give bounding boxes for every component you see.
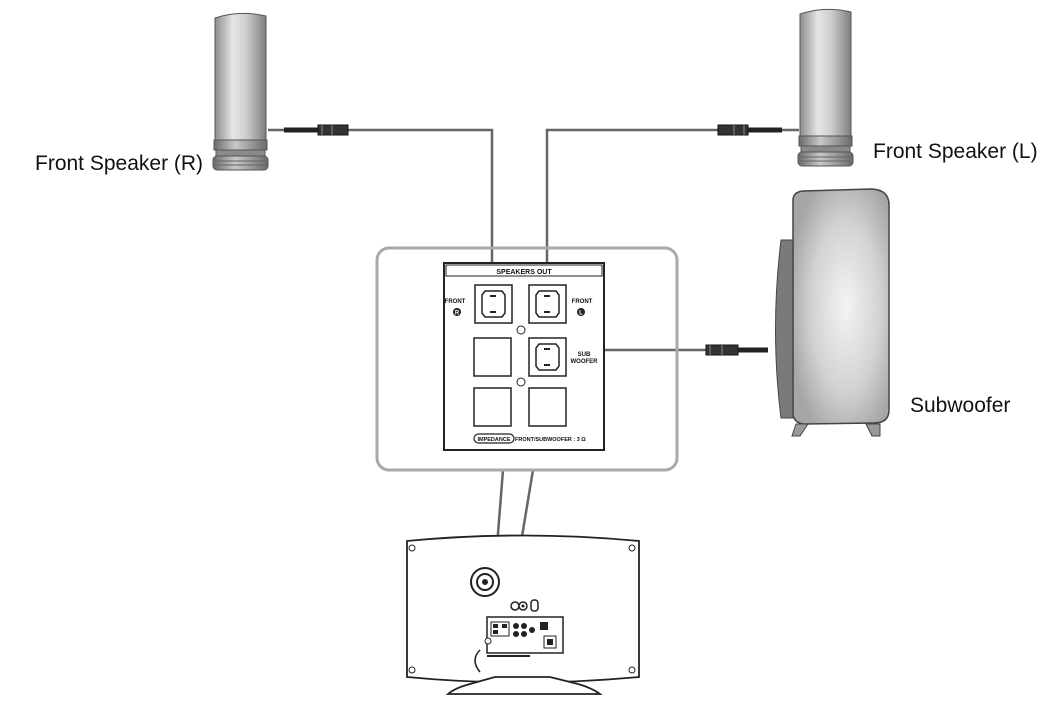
wire-connector-subwoofer [705,344,768,356]
impedance-badge-frame [473,433,515,444]
subwoofer-label-line2: WOOFER [571,359,599,365]
front-speaker-left [797,8,854,167]
blank-slot [528,387,567,427]
subwoofer-label-line1: SUB [578,352,591,358]
front-left-mark-circle [577,308,585,316]
impedance-text: FRONT/SUBWOOFER : 3 Ω [515,437,586,443]
front-speaker-right-label: Front Speaker (R) [35,152,203,175]
panel-title: SPEAKERS OUT [496,269,552,276]
front-right-terminal [474,284,513,324]
front-left-mark: L [579,311,583,317]
blank-slot [473,387,512,427]
front-right-mark-circle [453,308,461,316]
main-unit-back [406,534,640,695]
front-left-terminal [528,284,567,324]
front-right-label: FRONT [445,299,466,305]
speakers-out-panel: SPEAKERS OUT FRONT R FRONT L [443,262,605,451]
wire-connector-left [717,124,782,136]
blank-slot [473,337,512,377]
screw-hole [516,325,526,335]
wire-connector-right [284,124,349,136]
impedance-badge: IMPEDANCE [477,437,510,443]
subwoofer-terminal [528,337,567,377]
screw-hole [516,377,526,387]
subwoofer-label: Subwoofer [910,394,1010,417]
front-right-mark: R [455,311,460,317]
front-speaker-left-label: Front Speaker (L) [873,140,1038,163]
front-left-label: FRONT [572,299,593,305]
fan-icon [470,567,500,597]
zoom-callout-frame [375,246,679,472]
subwoofer-unit [775,188,890,437]
front-speaker-right [212,12,269,171]
